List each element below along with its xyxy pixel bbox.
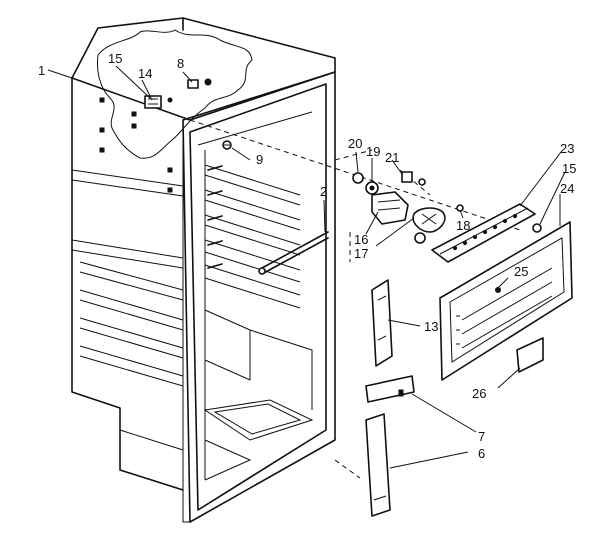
leader-lines: [47, 65, 566, 469]
part-2-crossbar: [258, 231, 329, 275]
callout-2: 2: [320, 184, 327, 199]
part-23-lightbar: [431, 203, 542, 263]
callout-26: 26: [472, 386, 486, 401]
callout-8: 8: [177, 56, 184, 71]
callout-15-top: 15: [108, 51, 122, 66]
callout-25: 25: [514, 264, 528, 279]
callout-15-right: 15: [562, 161, 576, 176]
part-6-strip: [365, 413, 391, 517]
callout-1: 1: [38, 63, 45, 78]
callout-23: 23: [560, 141, 574, 156]
top-controls: [144, 78, 212, 109]
cabinet-shell: [71, 17, 336, 491]
callout-6: 6: [478, 446, 485, 461]
callout-18: 18: [456, 218, 470, 233]
callout-16: 16: [354, 232, 368, 247]
callout-13: 13: [424, 319, 438, 334]
callout-7: 7: [478, 429, 485, 444]
callout-21: 21: [385, 150, 399, 165]
callout-labels: 1 15 14 8 9 2 20 19 21 16 17 18 23 15 24…: [38, 51, 576, 461]
front-frame: [182, 71, 336, 523]
callout-20: 20: [348, 136, 362, 151]
callout-9: 9: [256, 152, 263, 167]
callout-24: 24: [560, 181, 574, 196]
part-24-panel: [439, 221, 573, 381]
callout-19: 19: [366, 144, 380, 159]
callout-17: 17: [354, 246, 368, 261]
part-9-screw: [222, 140, 232, 150]
part-13-panel: [371, 279, 393, 367]
fan-control-assembly: [352, 171, 464, 244]
part-7-bracket: [365, 375, 415, 403]
inner-liner: [197, 111, 314, 481]
part-26-plate: [516, 337, 544, 373]
callout-14: 14: [138, 66, 152, 81]
